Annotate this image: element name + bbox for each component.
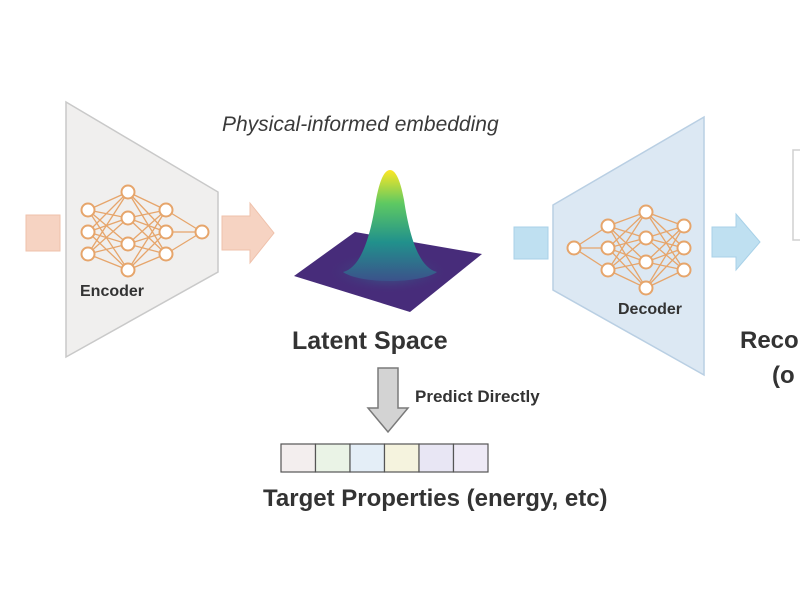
target-properties-vector	[280, 443, 489, 473]
network-node	[566, 240, 582, 256]
target-property-cell	[314, 443, 351, 473]
network-node	[158, 224, 174, 240]
target-property-cell	[383, 443, 420, 473]
decoder-output-arrow	[711, 212, 761, 272]
network-edge	[127, 217, 167, 255]
network-node	[80, 224, 96, 240]
latent-space-label: Latent Space	[292, 327, 448, 355]
network-edge	[645, 247, 685, 289]
network-edge	[127, 209, 167, 245]
latent-peak	[343, 170, 437, 281]
network-node	[638, 204, 654, 220]
network-node	[80, 202, 96, 218]
network-edge	[87, 209, 129, 245]
network-node	[676, 240, 692, 256]
target-property-cell	[452, 443, 489, 473]
target-property-cell	[280, 443, 317, 473]
network-edge	[607, 225, 647, 263]
network-edge	[645, 211, 685, 271]
network-node	[120, 262, 136, 278]
network-edge	[607, 211, 647, 271]
network-node	[638, 254, 654, 270]
target-property-cell	[349, 443, 386, 473]
output-block-partial	[792, 149, 800, 241]
network-edge	[127, 191, 167, 233]
network-node	[80, 246, 96, 262]
decoder-input-arrow	[513, 226, 549, 260]
decoder-label: Decoder	[618, 301, 683, 318]
encoder-network-icon	[80, 184, 210, 278]
network-node	[676, 218, 692, 234]
network-edge	[127, 191, 167, 255]
network-node	[158, 202, 174, 218]
network-edge	[87, 209, 129, 271]
encoder-block	[65, 100, 219, 359]
network-node	[600, 218, 616, 234]
decoder-network-icon	[566, 204, 692, 296]
network-edge	[645, 211, 685, 249]
network-edge	[127, 209, 167, 271]
network-edge	[607, 211, 647, 249]
network-node	[676, 262, 692, 278]
network-edge	[127, 231, 167, 271]
network-edge	[645, 225, 685, 289]
target-property-cell	[418, 443, 455, 473]
network-node	[638, 230, 654, 246]
target-properties-label: Target Properties (energy, etc)	[263, 485, 608, 512]
network-node	[638, 280, 654, 296]
network-node	[120, 184, 136, 200]
network-edge	[87, 217, 129, 255]
network-edge	[87, 231, 129, 271]
network-edge	[607, 237, 647, 271]
network-edge	[87, 191, 129, 233]
network-edge	[607, 225, 647, 289]
encoder-output-arrow	[221, 201, 275, 265]
network-edge	[87, 191, 129, 255]
network-node	[158, 246, 174, 262]
network-edge	[645, 237, 685, 271]
network-node	[600, 240, 616, 256]
embedding-caption: Physical-informed embedding	[222, 113, 499, 136]
network-node	[120, 210, 136, 226]
network-node	[600, 262, 616, 278]
latent-space-plot	[294, 170, 482, 312]
output-sublabel-partial: (o	[772, 362, 795, 389]
network-edge	[607, 247, 647, 289]
input-arrow	[25, 214, 61, 252]
predict-directly-label: Predict Directly	[415, 387, 540, 406]
output-label-partial: Reco	[740, 327, 799, 354]
encoder-label: Encoder	[80, 283, 145, 300]
network-node	[194, 224, 210, 240]
predict-arrow	[366, 367, 410, 434]
network-node	[120, 236, 136, 252]
network-edge	[645, 225, 685, 263]
